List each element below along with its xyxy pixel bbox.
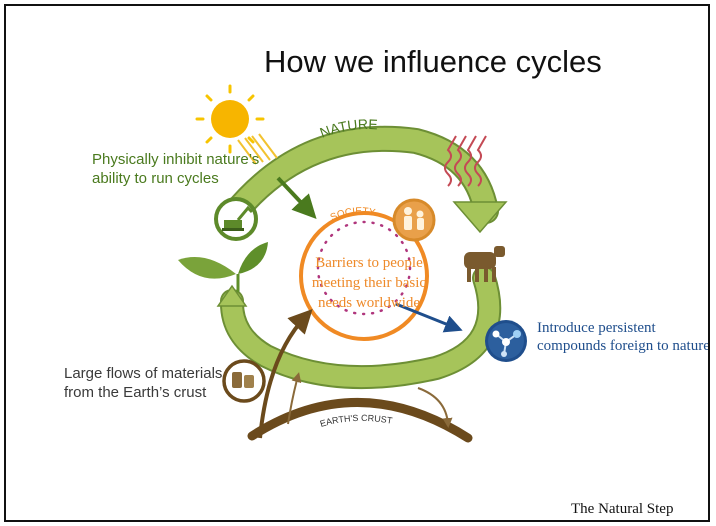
excavator-icon bbox=[214, 197, 258, 241]
sun-icon bbox=[195, 84, 278, 165]
cow-icon bbox=[464, 246, 505, 282]
inhibit-arrow bbox=[276, 176, 317, 219]
slide-title: How we influence cycles bbox=[264, 44, 602, 79]
persistent-compounds-callout: Introduce persistent compounds foreign t… bbox=[537, 320, 710, 354]
slide: NATURE SOCIETY EARTH'S CRUST How we infl… bbox=[4, 4, 710, 522]
large-flows-callout: Large flows of materials from the Earth’… bbox=[64, 365, 223, 401]
society-center-text: Barriers to people meeting their basic n… bbox=[311, 255, 427, 311]
cycle-diagram: NATURE SOCIETY EARTH'S CRUST bbox=[178, 84, 527, 443]
society-dotted-ring bbox=[316, 220, 412, 316]
barrels-icon bbox=[222, 359, 266, 403]
heat-waves-icon bbox=[444, 135, 487, 187]
people-icon bbox=[392, 198, 436, 242]
credit-text: The Natural Step bbox=[571, 501, 674, 517]
physically-inhibit-callout: Physically inhibit nature’s ability to r… bbox=[92, 151, 260, 187]
earths-crust-label: EARTH'S CRUST bbox=[319, 413, 394, 429]
crust-thin-arrow-right bbox=[417, 387, 453, 428]
crust-flow-arrow bbox=[258, 309, 313, 439]
return-arrow bbox=[216, 266, 502, 390]
nature-arrow bbox=[221, 125, 508, 234]
earths-crust-band bbox=[247, 398, 473, 443]
leaves-icon bbox=[178, 242, 268, 292]
molecule-icon bbox=[485, 320, 527, 362]
crust-thin-arrow-left bbox=[287, 372, 302, 425]
compounds-arrow bbox=[395, 302, 463, 333]
society-circle bbox=[299, 211, 429, 341]
